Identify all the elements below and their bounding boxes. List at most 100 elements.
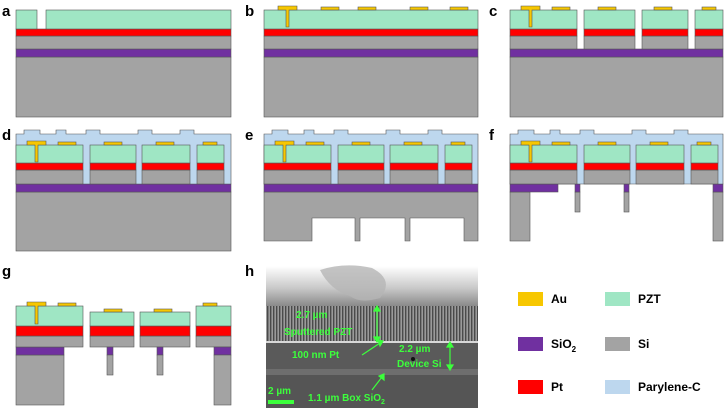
sem-pzt-name: Sputtered PZT: [284, 327, 352, 338]
pzt-layer: [195, 305, 232, 327]
au-pad: [357, 6, 377, 11]
sem-handle-si: [266, 375, 478, 408]
sem-particle: [411, 357, 415, 361]
legend-swatch: [605, 380, 630, 394]
si-post: [623, 191, 630, 213]
au-pad: [57, 302, 77, 307]
au-via: [26, 301, 47, 325]
pt-layer: [15, 28, 232, 37]
sem-pzt-columns: [266, 306, 478, 342]
si-substrate: [263, 56, 479, 118]
legend-swatch: [518, 292, 543, 306]
legend-swatch: [605, 337, 630, 351]
panel-d: [15, 129, 232, 252]
au-pad: [103, 308, 123, 313]
au-pad: [305, 141, 325, 146]
arrow-head: [445, 364, 455, 372]
legend-label: SiO2: [551, 337, 577, 354]
au-pad: [696, 141, 712, 146]
au-pad: [649, 141, 669, 146]
device-islands: [263, 144, 473, 185]
pt-layer: [195, 325, 232, 337]
au-pad: [653, 6, 673, 11]
device-si: [15, 335, 84, 348]
sio2-layer: [263, 183, 479, 193]
au-pad: [103, 141, 123, 146]
sio2-post: [623, 183, 630, 193]
sio2-post: [106, 346, 114, 356]
device-islands: [15, 144, 225, 185]
panel-label-a: a: [2, 3, 11, 20]
panel-label-f: f: [489, 127, 495, 144]
si-anchor: [15, 354, 65, 406]
si-substrate-etched: [263, 191, 479, 242]
au-via: [26, 140, 47, 163]
au-pad: [202, 302, 218, 307]
legend-label: Si: [638, 337, 649, 351]
legend-label: Pt: [551, 380, 563, 394]
sem-scale-label: 2 µm: [268, 386, 291, 397]
pzt-layer: [15, 305, 84, 327]
au-via: [520, 5, 541, 28]
si-substrate: [15, 191, 232, 252]
arrow-head: [377, 373, 385, 382]
sem-si-thickness: 2.2 µm: [399, 344, 430, 355]
sem-device-si: [266, 343, 478, 369]
sem-debris: [320, 265, 386, 301]
panel-label-b: b: [245, 3, 254, 20]
sio2-layer: [509, 48, 724, 58]
au-pad: [551, 6, 571, 11]
device-si: [15, 35, 232, 50]
sem-pzt-thickness: 2.7 µm: [296, 310, 327, 321]
panel-e: [263, 129, 479, 242]
sem-pt-line: [266, 341, 478, 343]
sem-si-name: Device Si: [397, 359, 442, 370]
panel-f: [509, 129, 724, 242]
au-pad: [320, 6, 340, 11]
au-pad: [409, 6, 429, 11]
legend-swatch: [518, 380, 543, 394]
panel-label-d: d: [2, 127, 11, 144]
pt-layer: [15, 325, 84, 337]
panel-b: [263, 5, 479, 118]
panel-label-e: e: [245, 127, 253, 144]
sio2-anchor: [509, 183, 559, 193]
au-pad: [551, 141, 571, 146]
pt-layer: [263, 28, 479, 37]
si-post: [106, 354, 114, 376]
sem-scale-bar: [268, 400, 294, 404]
arrow-head: [445, 340, 455, 348]
au-pad: [597, 6, 617, 11]
arrow-head: [377, 339, 384, 348]
legend-swatch: [605, 292, 630, 306]
au-pad: [155, 141, 175, 146]
device-si: [195, 335, 232, 348]
sio2-post: [574, 183, 581, 193]
panel-c: [509, 5, 724, 118]
au-pad: [450, 141, 466, 146]
pt-layer: [89, 325, 135, 337]
device-islands: [509, 144, 719, 185]
panel-g: [15, 301, 232, 406]
pzt-layer: [45, 9, 232, 30]
device-si: [89, 335, 135, 348]
sio2-post: [712, 183, 724, 193]
pzt-layer: [263, 9, 479, 30]
sio2-post: [156, 346, 164, 356]
au-pad: [701, 6, 717, 11]
si-post: [213, 354, 232, 406]
si-post: [712, 191, 724, 242]
si-post: [574, 191, 581, 213]
pzt-layer: [139, 311, 191, 327]
si-substrate: [509, 56, 724, 118]
device-si: [139, 335, 191, 348]
sem-box-oxide: [266, 369, 478, 375]
si-anchor: [509, 191, 531, 242]
sio2-anchor: [15, 346, 65, 356]
sio2-layer: [15, 48, 232, 58]
pzt-layer: [15, 9, 38, 30]
box-pointer: [371, 376, 383, 391]
